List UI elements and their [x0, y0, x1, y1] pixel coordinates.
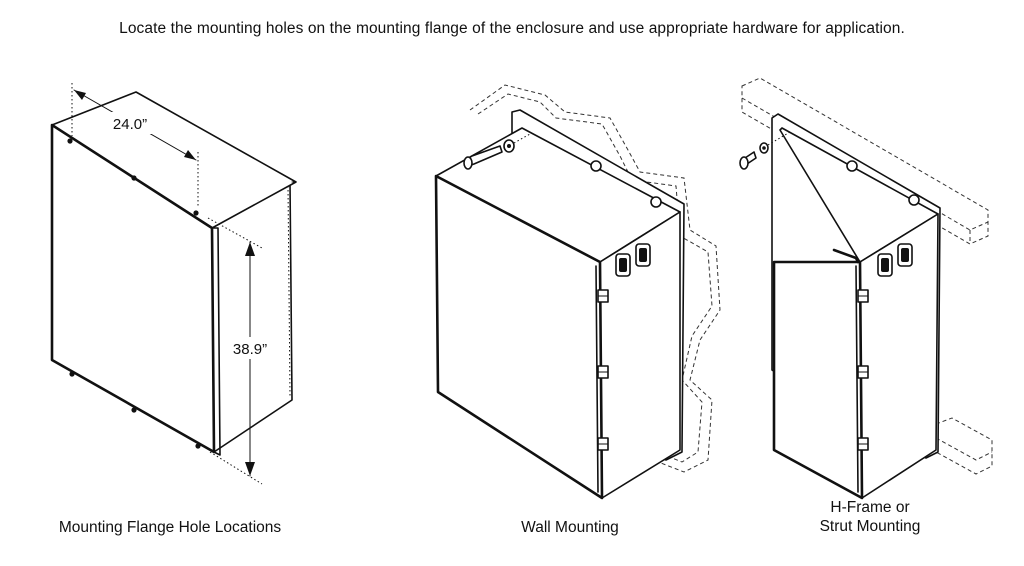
arrowhead: [184, 150, 196, 160]
strut-box-front: [772, 260, 864, 500]
caption-flange-hole-locations: Mounting Flange Hole Locations: [58, 519, 282, 536]
door-hinge: [597, 437, 609, 451]
bolt-and-washer: [739, 131, 791, 170]
mounting-bolt-head: [650, 196, 662, 208]
side-hinge-texture: [287, 185, 291, 397]
mounting-bolt-head: [908, 194, 920, 206]
flange-hole: [193, 210, 199, 216]
flange-hole: [69, 371, 75, 377]
flange-side-panel: [211, 181, 293, 453]
caption-strut-line1: H-Frame or: [830, 499, 910, 516]
bottom-strut-channel: [935, 417, 993, 475]
flange-hole: [131, 407, 137, 413]
strut-mounting-figure: [739, 77, 993, 500]
flange-hole: [131, 175, 137, 181]
door-latch: [897, 243, 913, 267]
width-dimension-label: 24.0”: [113, 116, 147, 133]
dimension-extension-line: [209, 451, 263, 485]
door-hinge: [857, 289, 869, 303]
flange-hole: [67, 138, 73, 144]
door-hinge: [857, 437, 869, 451]
door-latch: [635, 243, 651, 267]
flange-enclosure-figure: 24.0” 38.9”: [50, 83, 297, 485]
caption-strut-line2: Strut Mounting: [819, 518, 921, 535]
caption-wall-mounting: Wall Mounting: [521, 519, 619, 536]
door-hinge: [597, 289, 609, 303]
flange-return-lip: [211, 227, 221, 456]
mounting-bolt-head: [590, 160, 602, 172]
caption-strut-mounting: H-Frame or Strut Mounting: [760, 498, 980, 536]
wall-box-door-edge: [595, 265, 599, 493]
mounting-bolt-head: [846, 160, 858, 172]
arrowhead: [74, 90, 86, 100]
bolt-and-washer: [463, 133, 531, 170]
instruction-text: Locate the mounting holes on the mountin…: [119, 20, 905, 37]
door-hinge: [597, 365, 609, 379]
arrowhead: [245, 242, 255, 256]
strut-box-front-top-edge: [832, 248, 860, 264]
wall-mounting-figure: [434, 84, 721, 500]
door-latch: [877, 253, 893, 277]
strut-box-door-edge: [855, 265, 859, 493]
wall-box-front: [434, 174, 604, 500]
door-latch: [615, 253, 631, 277]
height-dimension-label: 38.9”: [233, 341, 267, 358]
arrowhead: [245, 462, 255, 476]
wall-outline: [469, 84, 721, 473]
flange-hole: [195, 443, 201, 449]
door-hinge: [857, 365, 869, 379]
